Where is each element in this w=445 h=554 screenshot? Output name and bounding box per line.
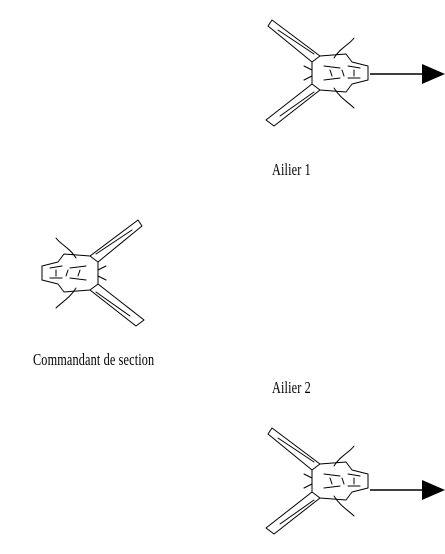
wingman-1-label: Ailier 1	[272, 160, 311, 179]
section-leader-label: Commandant de section	[33, 350, 155, 369]
wingman-1-aircraft-icon	[265, 19, 369, 127]
wingman-2-label: Ailier 2	[272, 378, 311, 397]
wingman-2-aircraft-icon	[265, 427, 369, 535]
wingman-1-direction-arrow-icon	[370, 64, 445, 84]
wingman-2-direction-arrow-icon	[370, 480, 445, 500]
section-leader-aircraft-icon	[41, 219, 145, 327]
